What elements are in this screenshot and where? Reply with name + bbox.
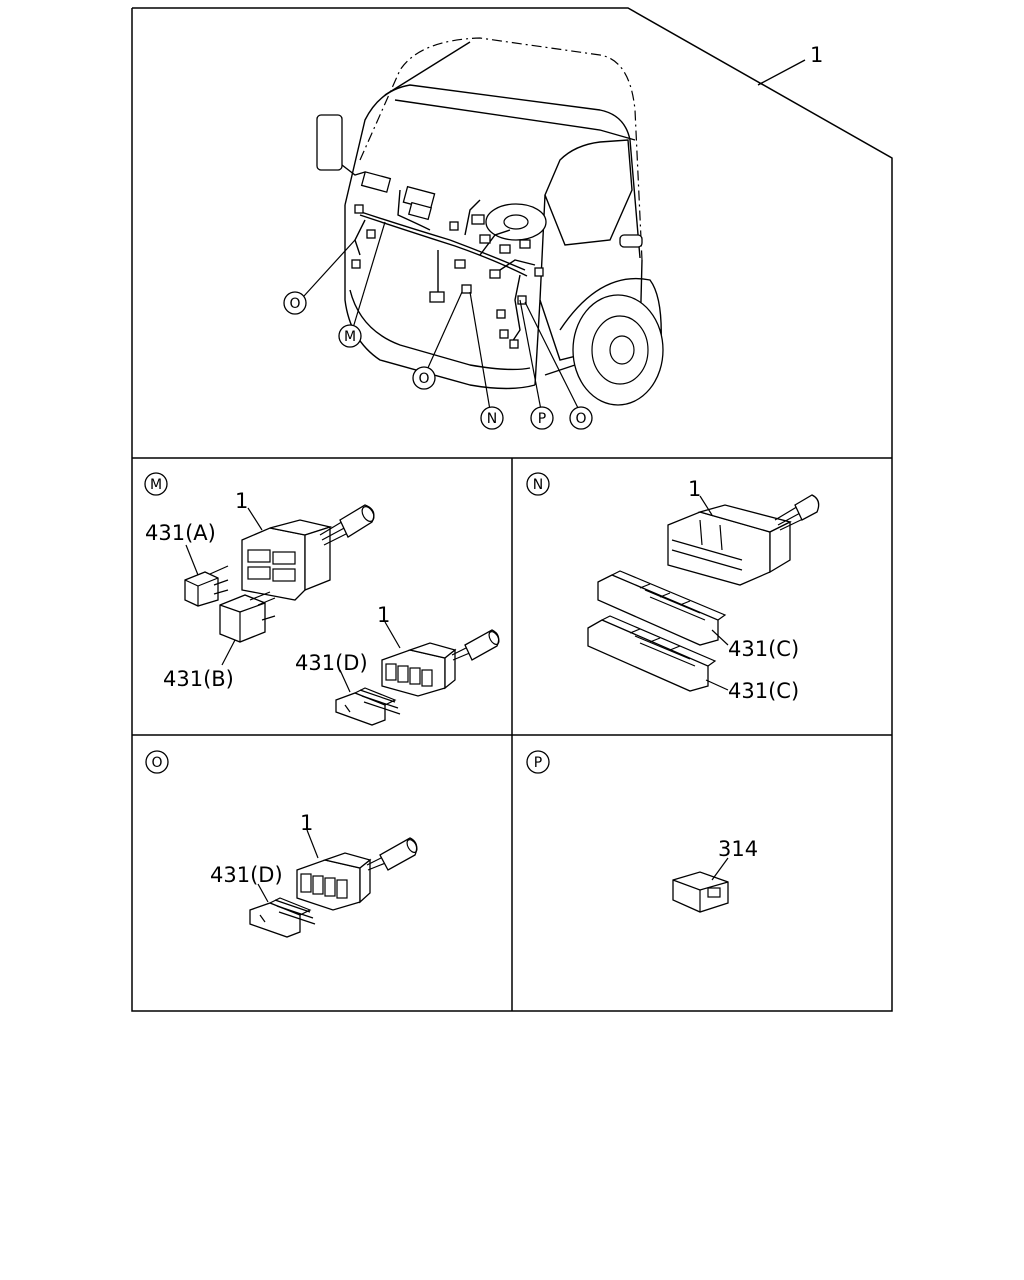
svg-text:O: O [418, 371, 429, 387]
part-431a [184, 565, 229, 607]
part-431d-m [335, 687, 401, 726]
callout-o-2: O [412, 366, 436, 390]
part-431d-o-label: 431(D) [210, 863, 283, 887]
svg-text:O: O [289, 296, 300, 312]
part-431c-lower [587, 615, 717, 692]
flat-connector-label: 1 [688, 477, 701, 501]
svg-text:P: P [538, 411, 546, 427]
part-431b-label: 431(B) [163, 667, 234, 691]
panel-o: O 1 431(D) [145, 750, 418, 938]
svg-text:N: N [487, 411, 497, 427]
panel-m-tag: M [144, 472, 168, 496]
svg-text:M: M [150, 477, 162, 493]
overview-part-label: 1 [810, 43, 823, 67]
diagram-frame [131, 7, 893, 1012]
part-431d-o [249, 897, 316, 938]
large-connector-label: 1 [235, 489, 248, 513]
part-431c-lower-label: 431(C) [728, 679, 799, 703]
truck-cab-overview: 1 O M O N P O [283, 37, 823, 430]
connector-o [296, 837, 418, 911]
svg-text:N: N [533, 477, 543, 493]
flat-connector [667, 494, 820, 586]
panel-o-tag: O [145, 750, 169, 774]
part-431b [219, 591, 276, 643]
svg-text:M: M [344, 329, 356, 345]
part-314-label: 314 [718, 837, 758, 861]
panel-n: N 1 431(C) [526, 472, 820, 703]
callout-m: M [338, 324, 362, 348]
panel-n-tag: N [526, 472, 550, 496]
callout-p: P [530, 406, 554, 430]
part-431c-upper [597, 570, 727, 646]
callout-o-1: O [283, 291, 307, 315]
part-431a-label: 431(A) [145, 521, 216, 545]
svg-text:O: O [575, 411, 586, 427]
panel-p: P 314 [526, 750, 758, 913]
small-connector [381, 629, 500, 697]
panel-m: M 1 431(A) [144, 472, 500, 726]
callout-o-3: O [569, 406, 593, 430]
callout-n: N [480, 406, 504, 430]
svg-text:P: P [534, 755, 542, 771]
part-431c-upper-label: 431(C) [728, 637, 799, 661]
part-431d-m-label: 431(D) [295, 651, 368, 675]
panel-p-tag: P [526, 750, 550, 774]
small-connector-label: 1 [377, 603, 390, 627]
connector-o-label: 1 [300, 811, 313, 835]
svg-text:O: O [151, 755, 162, 771]
large-connector [241, 504, 375, 601]
part-314 [672, 871, 729, 913]
